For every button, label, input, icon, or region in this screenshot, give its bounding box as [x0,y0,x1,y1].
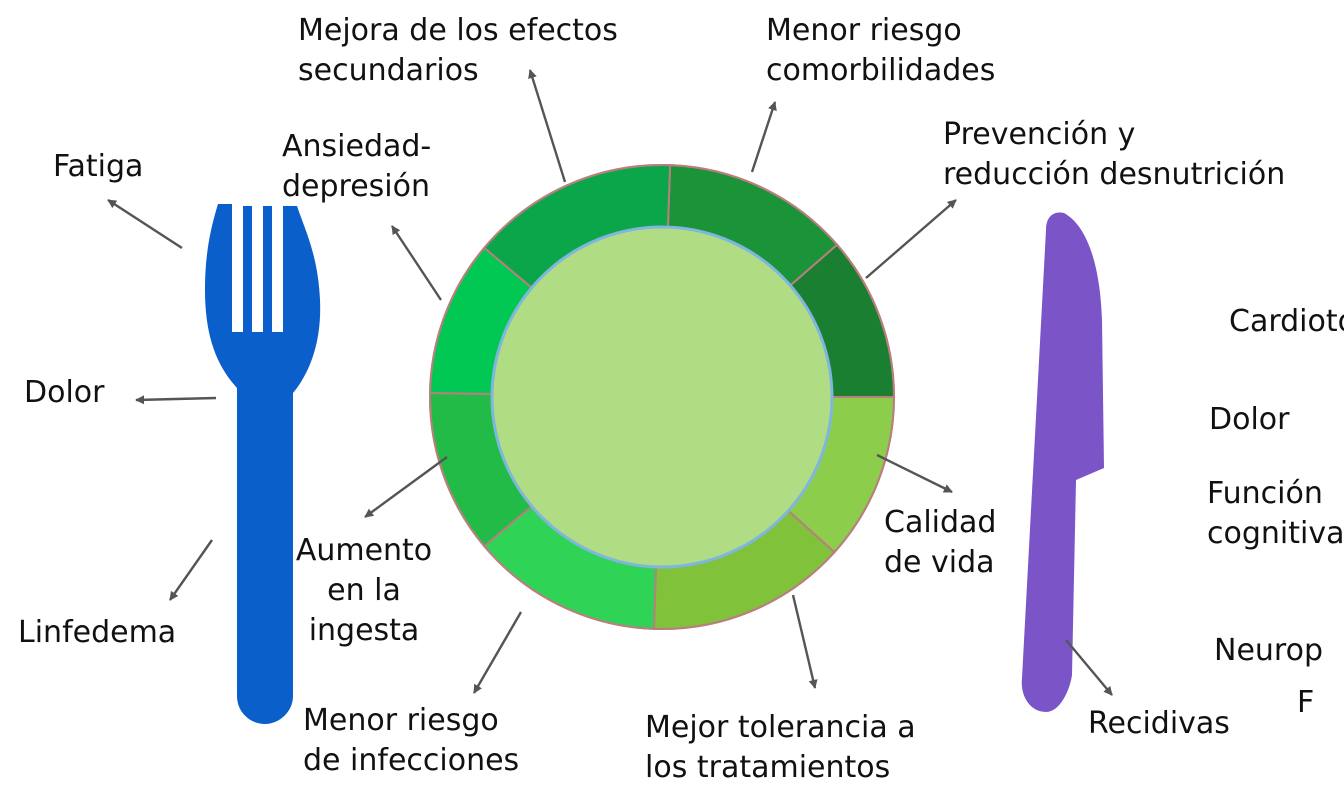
label-line: cognitiva [1207,516,1344,551]
label-line: Dolor [1209,402,1290,437]
arrow-fatiga [107,198,183,250]
label-line: reducción desnutrición [943,157,1285,192]
label-line: en la [327,573,401,608]
label-line: de vida [884,545,995,580]
label-line: Aumento [296,533,432,568]
label-dolor-left: Dolor [24,375,105,410]
arrow-calidad [876,453,953,494]
label-line: Calidad [884,505,996,540]
plate-icon [429,164,896,630]
label-menor-riesgo-infecciones: Menor riesgo de infecciones [303,703,519,778]
label-line: Recidivas [1088,706,1230,741]
label-line: Dolor [24,375,105,410]
labels: Mejora de los efectos secundarios Menor r… [18,13,1344,785]
label-linfedema: Linfedema [18,615,176,650]
label-line: Linfedema [18,615,176,650]
label-calidad-vida: Calidad de vida [884,505,996,580]
label-line: F [1297,685,1314,720]
label-line: depresión [282,169,430,204]
fork-icon [205,204,321,724]
label-dolor-right: Dolor [1209,402,1290,437]
label-recidivas: Recidivas [1088,706,1230,741]
label-line: secundarios [298,53,479,88]
arrows [107,69,1113,696]
label-line: ingesta [309,613,420,648]
arrow-aumento [364,456,448,518]
arrow-prevencion [865,199,957,279]
label-mejor-tolerancia: Mejor tolerancia a los tratamientos [645,710,916,785]
arrow-linfedema [169,539,213,601]
label-line: de infecciones [303,743,519,778]
arrow-mejor-tolerancia [791,594,818,689]
label-line: Menor riesgo [766,13,962,48]
label-prevencion-desnutricion: Prevención y reducción desnutrición [943,117,1285,192]
arrow-mejora-efectos [528,69,567,183]
arrow-menor-riesgo-comorb [750,101,777,173]
label-funcion-cognitiva: Función cognitiva [1207,476,1344,551]
label-aumento-ingesta: Aumento en la ingesta [296,533,432,648]
arrow-dolor-left [135,395,217,405]
label-ansiedad-depresion: Ansiedad-depresión [282,129,431,204]
label-line: comorbilidades [766,53,995,88]
label-line: los tratamientos [645,750,890,785]
label-line: Cardioto [1229,304,1344,339]
label-line: Función [1207,476,1323,511]
label-neurop: Neurop [1214,633,1323,668]
label-line: Mejora de los efectos [298,13,618,48]
plate-center [490,225,834,569]
label-line: Prevención y [943,117,1135,152]
plate-rim [429,164,895,630]
label-fatiga: Fatiga [53,149,143,184]
label-line: Fatiga [53,149,143,184]
knife-icon [1021,212,1104,712]
label-line: Menor riesgo [303,703,499,738]
label-cardioto: Cardioto [1229,304,1344,339]
label-f: F [1297,685,1314,720]
arrow-ansiedad [390,225,443,301]
label-line: Neurop [1214,633,1323,668]
label-menor-riesgo-comorbilidades: Menor riesgo comorbilidades [766,13,995,88]
label-line: Mejor tolerancia a [645,710,916,745]
arrow-recidivas [1065,639,1113,696]
label-line: Ansiedad- [282,129,431,164]
label-mejora-efectos: Mejora de los efectos secundarios [298,13,618,88]
arrow-menor-riesgo-inf [472,611,523,694]
